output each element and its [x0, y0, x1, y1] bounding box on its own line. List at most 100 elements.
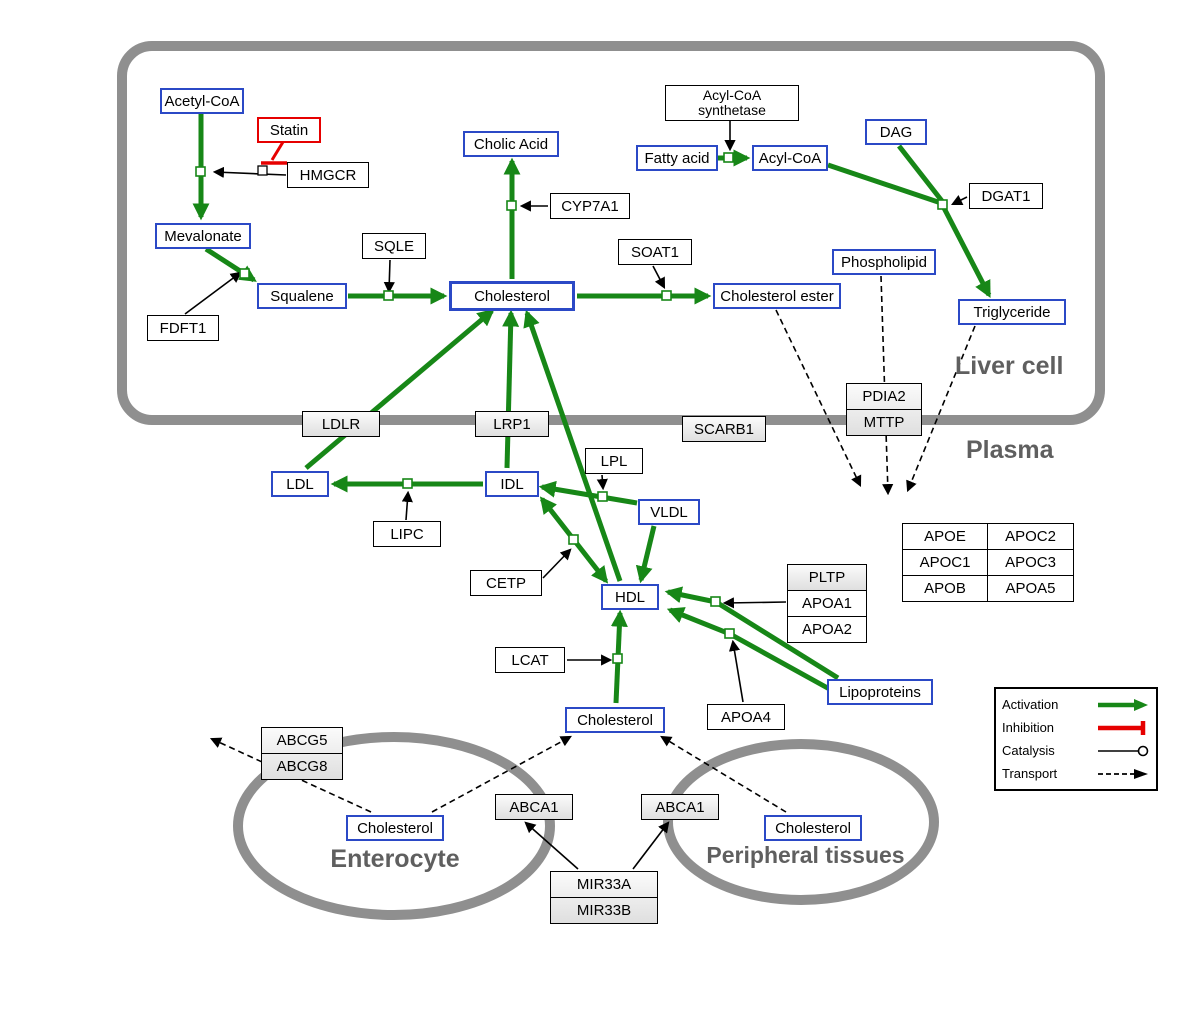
legend-transport: Transport — [1002, 763, 1150, 785]
enterocyte-label: Enterocyte — [330, 845, 460, 873]
node-cetp[interactable]: CETP — [470, 570, 542, 596]
transport-enterocyte-cholesterol-plasma — [431, 735, 572, 813]
node-hmgcr[interactable]: HMGCR — [287, 162, 369, 188]
edge-acylcoa-dgat1-junction — [827, 162, 942, 206]
node-cholesterol-plasma[interactable]: Cholesterol — [565, 707, 665, 733]
junction-pltp — [710, 596, 721, 607]
transport-cholesterol-abcg-efflux — [209, 737, 372, 813]
node-stack-pltp-apoa1-apoa2[interactable]: PLTP APOA1 APOA2 — [787, 564, 867, 643]
node-sqle[interactable]: SQLE — [362, 233, 426, 259]
node-cholesterol-liver[interactable]: Cholesterol — [449, 281, 575, 311]
acyl-coa-synthetase-line1: Acyl-CoA — [702, 87, 762, 103]
edge-junction-triglyceride — [941, 206, 992, 299]
edge-dag-dgat1-junction — [897, 144, 944, 203]
node-statin[interactable]: Statin — [257, 117, 321, 143]
junction-hmgcr — [195, 166, 206, 177]
catalysis-lpl — [596, 474, 608, 491]
catalysis-fdft1 — [184, 271, 242, 315]
node-lipc[interactable]: LIPC — [373, 521, 441, 547]
edge-vldl-idl-via-lpl — [538, 480, 638, 506]
node-apob[interactable]: APOB — [903, 576, 988, 601]
legend: Activation Inhibition Catalysis Transpor… — [994, 687, 1158, 791]
node-pdia2[interactable]: PDIA2 — [847, 384, 921, 410]
node-dgat1[interactable]: DGAT1 — [969, 183, 1043, 209]
junction-soat1 — [661, 290, 672, 301]
catalysis-sqle — [383, 259, 395, 294]
transport-peripheral-cholesterol-plasma — [660, 735, 787, 813]
node-apoc3[interactable]: APOC3 — [988, 550, 1073, 576]
inhibition-edges — [261, 141, 287, 165]
node-lcat[interactable]: LCAT — [495, 647, 565, 673]
node-dag[interactable]: DAG — [865, 119, 927, 145]
node-lipoproteins[interactable]: Lipoproteins — [827, 679, 933, 705]
node-cholesterol-enterocyte[interactable]: Cholesterol — [346, 815, 444, 841]
node-abcg5[interactable]: ABCG5 — [262, 728, 342, 754]
node-scarb1[interactable]: SCARB1 — [682, 416, 766, 442]
node-acyl-coa[interactable]: Acyl-CoA — [752, 145, 828, 171]
node-cholesterol-peripheral[interactable]: Cholesterol — [764, 815, 862, 841]
node-mevalonate[interactable]: Mevalonate — [155, 223, 251, 249]
node-lrp1[interactable]: LRP1 — [475, 411, 549, 437]
node-abca1-left[interactable]: ABCA1 — [495, 794, 573, 820]
node-apoc2[interactable]: APOC2 — [988, 524, 1073, 550]
junction-lpl — [597, 491, 608, 502]
node-mir33b[interactable]: MIR33B — [576, 902, 632, 919]
node-squalene[interactable]: Squalene — [257, 283, 347, 309]
junction-lcat — [612, 653, 623, 664]
node-abca1-right[interactable]: ABCA1 — [641, 794, 719, 820]
node-apoa4[interactable]: APOA4 — [707, 704, 785, 730]
node-apolipoprotein-table[interactable]: APOE APOC2 APOC1 APOC3 APOB APOA5 — [902, 523, 1074, 602]
node-hdl[interactable]: HDL — [601, 584, 659, 610]
node-cyp7a1[interactable]: CYP7A1 — [550, 193, 630, 219]
inhibition-tbar-icon — [1098, 720, 1146, 735]
node-fdft1[interactable]: FDFT1 — [147, 315, 219, 341]
edge-mir33-abca1-right — [632, 821, 670, 870]
reaction-junctions — [195, 152, 948, 664]
node-acyl-coa-synthetase[interactable]: Acyl-CoA synthetase — [665, 85, 799, 121]
legend-activation-label: Activation — [1002, 697, 1059, 712]
node-apoa5[interactable]: APOA5 — [1005, 580, 1056, 597]
node-apoc1[interactable]: APOC1 — [903, 550, 988, 576]
catalysis-dgat1 — [950, 194, 968, 206]
node-acetyl-coa[interactable]: Acetyl-CoA — [160, 88, 244, 114]
node-ldl[interactable]: LDL — [271, 471, 329, 497]
junction-fdft1 — [239, 268, 250, 279]
node-idl[interactable]: IDL — [485, 471, 539, 497]
catalysis-edges — [184, 120, 968, 870]
legend-inhibition-label: Inhibition — [1002, 720, 1055, 735]
node-apoa2[interactable]: APOA2 — [801, 621, 853, 638]
node-mttp[interactable]: MTTP — [863, 414, 905, 431]
junction-cyp7a1 — [506, 200, 517, 211]
node-apoe[interactable]: APOE — [903, 524, 988, 550]
catalysis-hmgcr — [212, 166, 287, 178]
node-phospholipid[interactable]: Phospholipid — [832, 249, 936, 275]
node-cholic-acid[interactable]: Cholic Acid — [463, 131, 559, 157]
node-stack-pdia2-mttp[interactable]: PDIA2 MTTP — [846, 383, 922, 436]
node-ldlr[interactable]: LDLR — [302, 411, 380, 437]
catalysis-pltp-apoa1-apoa2 — [722, 597, 787, 609]
node-vldl[interactable]: VLDL — [638, 499, 700, 525]
activation-arrow-icon — [1098, 698, 1148, 711]
legend-catalysis-label: Catalysis — [1002, 743, 1055, 758]
transport-cholesterylester-plasma — [775, 309, 862, 488]
catalysis-circle-icon — [1098, 745, 1149, 756]
node-stack-mir33[interactable]: MIR33A MIR33B — [550, 871, 658, 924]
node-mir33a[interactable]: MIR33A — [551, 872, 657, 898]
transport-dashed-arrow-icon — [1098, 768, 1148, 779]
node-fatty-acid[interactable]: Fatty acid — [636, 145, 718, 171]
node-stack-abcg5-abcg8[interactable]: ABCG5 ABCG8 — [261, 727, 343, 780]
node-cholesterol-ester[interactable]: Cholesterol ester — [713, 283, 841, 309]
plasma-label: Plasma — [966, 436, 1054, 464]
node-abcg8[interactable]: ABCG8 — [276, 758, 328, 775]
transport-edges — [209, 275, 976, 813]
transport-phospholipid-plasma — [880, 275, 894, 496]
node-pltp[interactable]: PLTP — [788, 565, 866, 591]
node-lpl[interactable]: LPL — [585, 448, 643, 474]
edge-idl-cholesterol-via-lrp1 — [502, 309, 520, 469]
node-soat1[interactable]: SOAT1 — [618, 239, 692, 265]
liver-cell-membrane — [117, 41, 1105, 425]
node-apoa1[interactable]: APOA1 — [788, 591, 866, 617]
node-triglyceride[interactable]: Triglyceride — [958, 299, 1066, 325]
enterocyte-membrane — [233, 732, 555, 920]
